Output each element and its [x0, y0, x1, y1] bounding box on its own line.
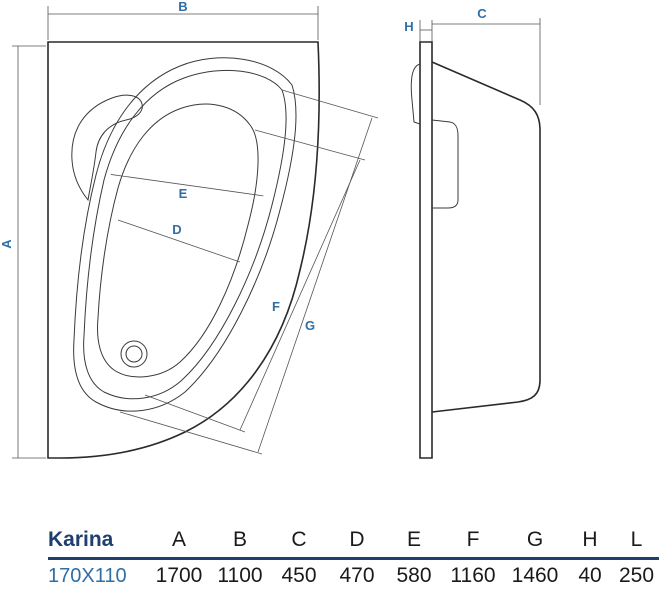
value-a: 1700 — [155, 564, 203, 587]
value-b: 1100 — [217, 564, 263, 587]
side-view: H C — [404, 6, 541, 459]
side-flange — [419, 41, 433, 459]
tub-rim-inner — [83, 69, 287, 400]
dim-label-h: H — [404, 19, 413, 34]
dim-label-e: E — [179, 186, 188, 201]
top-view: B A E D F G — [0, 0, 379, 459]
table-row: 170X110 1700 1100 450 470 580 1160 1460 … — [48, 560, 659, 592]
model-size: 170X110 — [48, 564, 127, 587]
drain-outer — [120, 340, 148, 368]
bathtub-technical-drawing: B A E D F G — [0, 0, 541, 459]
col-header-h: H — [582, 528, 598, 551]
dim-label-g: G — [305, 318, 315, 333]
side-tub-body — [431, 61, 541, 413]
dim-label-b: B — [178, 0, 187, 14]
headrest — [71, 94, 143, 202]
col-header-d: D — [349, 528, 365, 551]
col-header-c: C — [291, 528, 307, 551]
col-header-e: E — [406, 528, 421, 551]
col-header-g: G — [526, 528, 544, 551]
value-g: 1460 — [511, 564, 559, 587]
spec-table: Karina A B C D E F G H L 170X110 1700 11… — [48, 523, 659, 592]
tub-basin — [97, 103, 259, 378]
value-f: 1160 — [450, 564, 496, 587]
side-headrest-edge — [410, 63, 421, 125]
value-d: 470 — [339, 564, 375, 587]
model-name: Karina — [48, 528, 114, 551]
value-e: 580 — [396, 564, 432, 587]
drain-inner — [125, 345, 143, 363]
dim-label-f: F — [272, 299, 280, 314]
col-header-b: B — [232, 528, 247, 551]
dim-label-c: C — [477, 6, 487, 21]
col-header-l: L — [630, 528, 643, 551]
dim-label-a: A — [0, 239, 14, 249]
value-l: 250 — [618, 564, 655, 587]
col-header-f: F — [466, 528, 480, 551]
value-h: 40 — [578, 564, 602, 587]
dim-label-d: D — [172, 222, 181, 237]
tub-outer-outline — [47, 41, 320, 459]
col-header-a: A — [171, 528, 186, 551]
side-headrest-recess — [431, 119, 459, 209]
table-header-row: Karina A B C D E F G H L — [48, 523, 659, 560]
value-c: 450 — [281, 564, 317, 587]
tub-rim-outer — [73, 57, 297, 412]
